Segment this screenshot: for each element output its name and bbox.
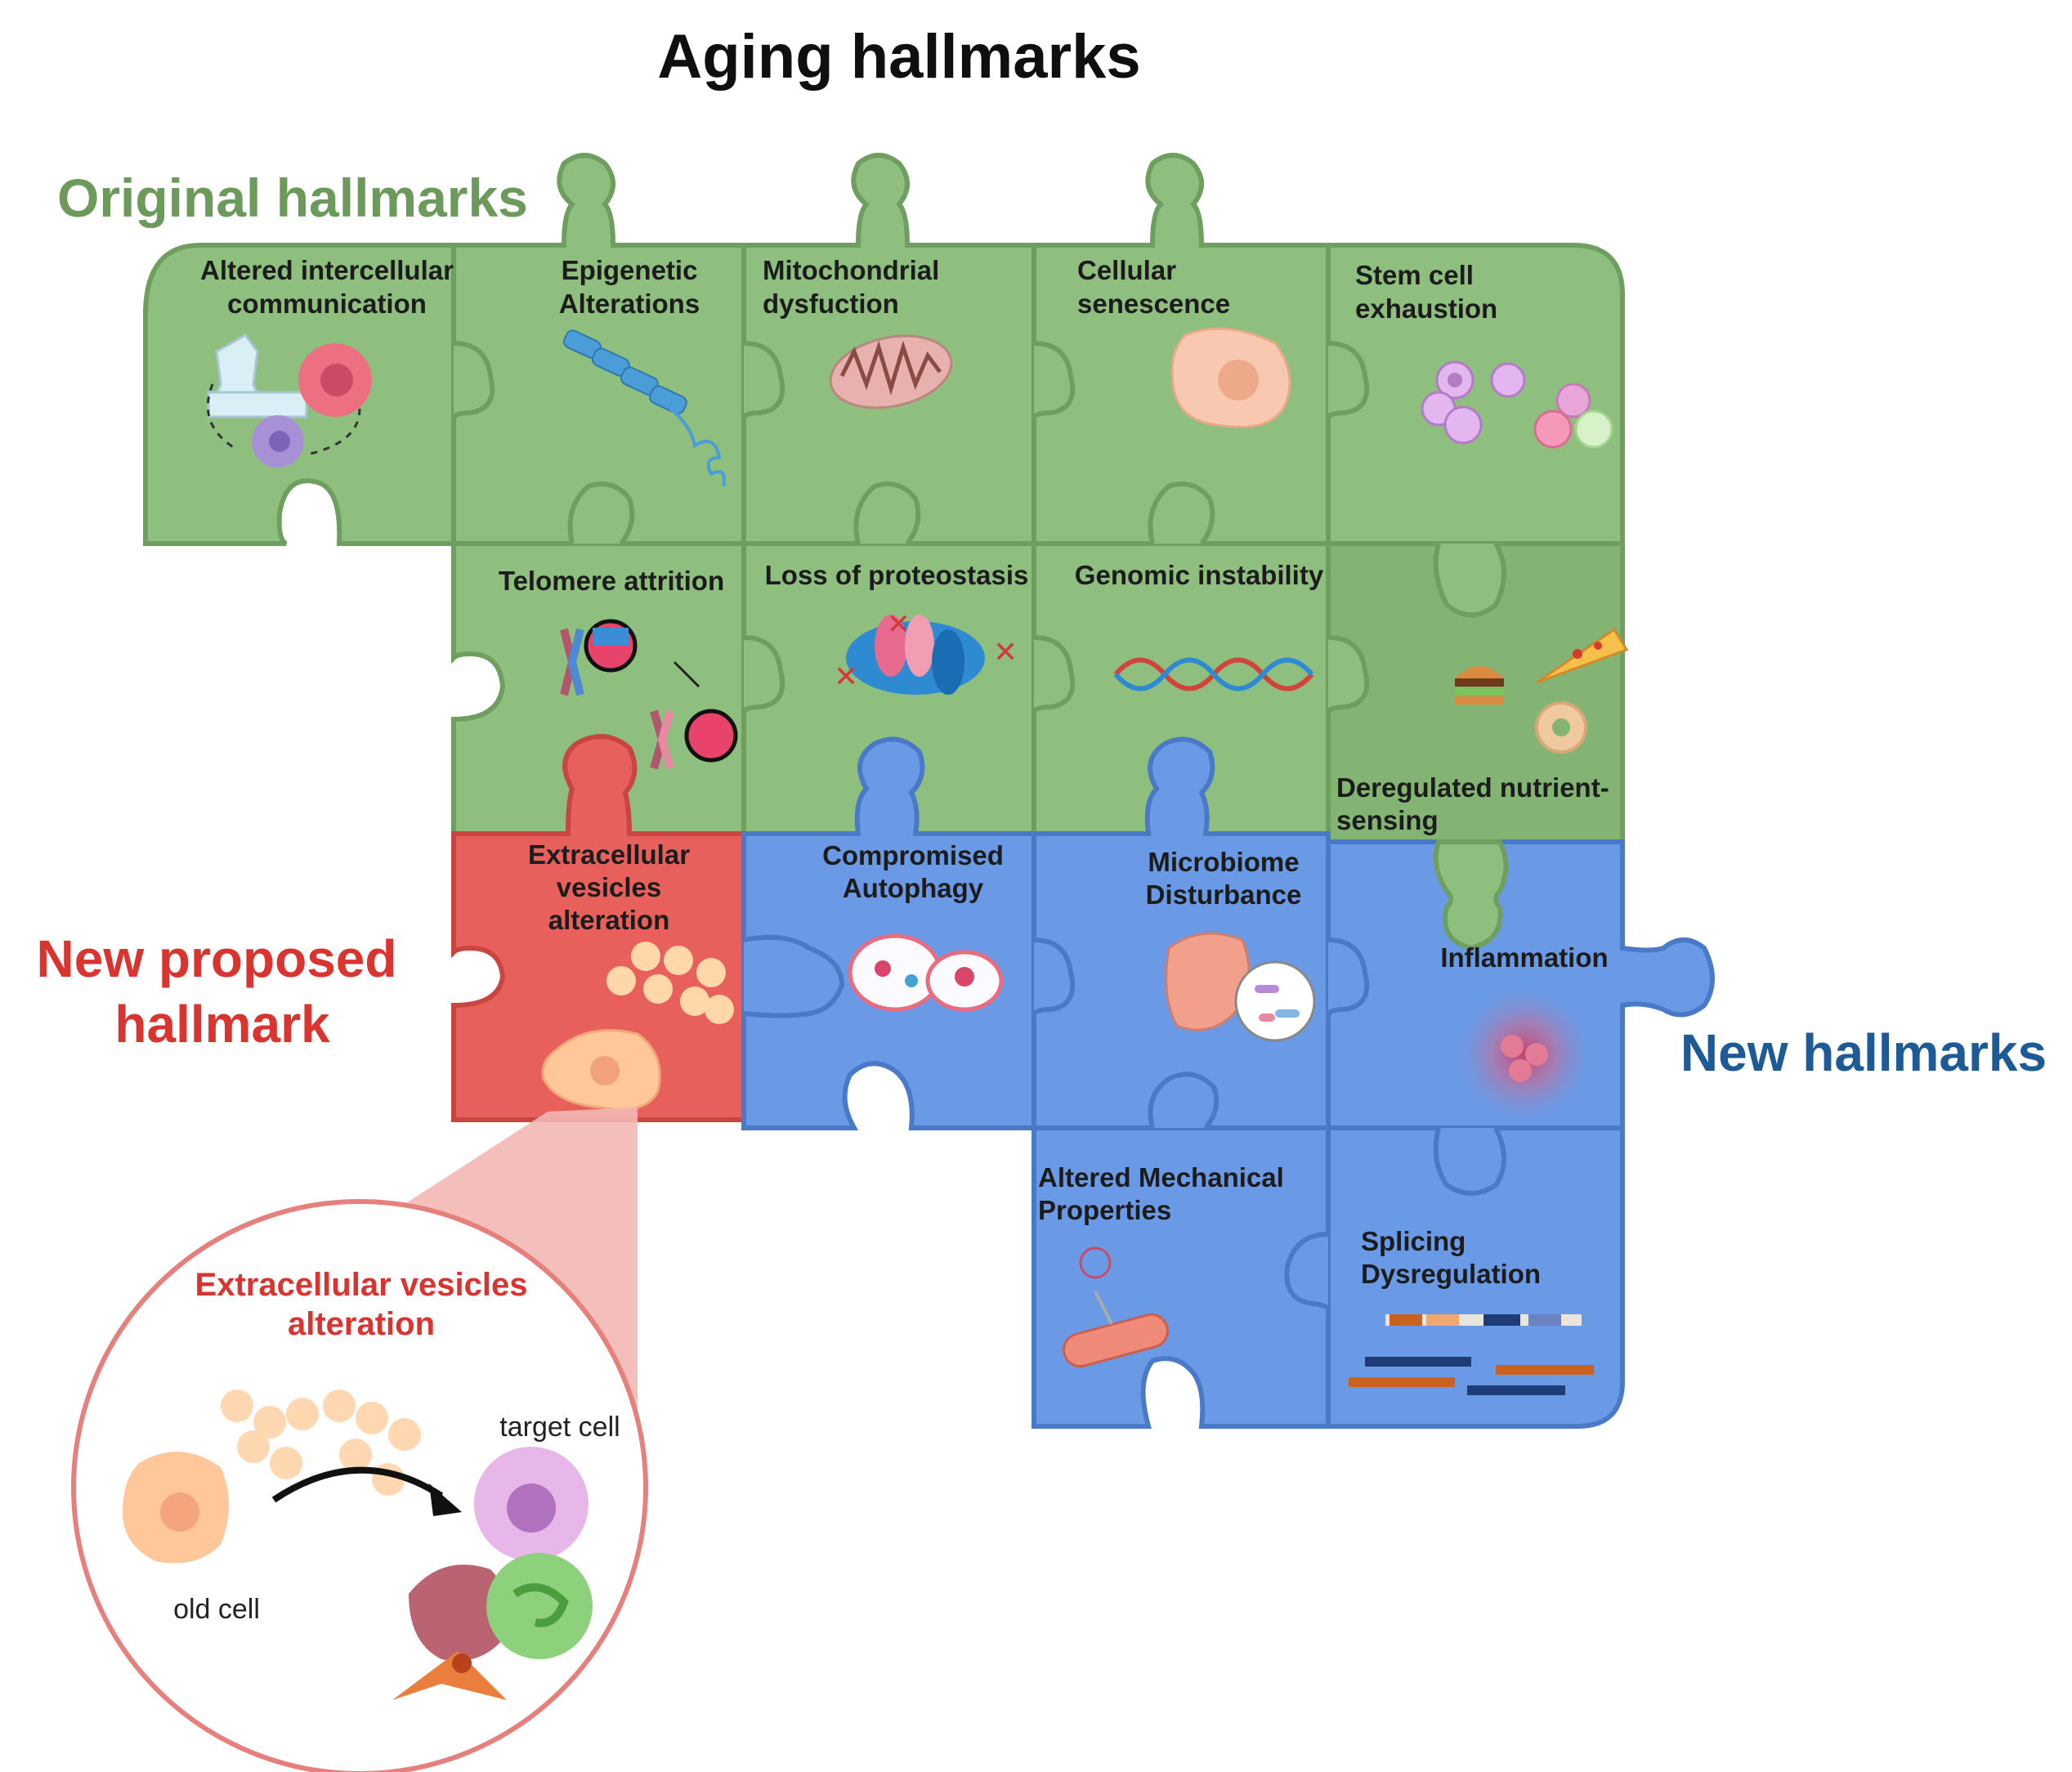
splicing-illustration: [1349, 1314, 1594, 1395]
puzzle-piece-stem-cell: [1326, 243, 1625, 546]
food-illustration: [1455, 627, 1629, 754]
green-tab-into-inflammation: [1433, 839, 1509, 951]
piece-labels: Altered intercellular communication Epig…: [200, 255, 1609, 1289]
label-mechanical-2: Properties: [1038, 1195, 1171, 1225]
label-stem-cell-1: Stem cell: [1355, 260, 1474, 290]
gut-bacteria-illustration: [1165, 932, 1316, 1042]
synapse-cells-illustration: [206, 333, 372, 468]
label-altered-intercellular-2: communication: [227, 289, 427, 319]
label-mitochondrial-1: Mitochondrial: [763, 255, 939, 285]
new-proposed-hallmark-label-line2: hallmark: [114, 995, 330, 1054]
label-autophagy-2: Autophagy: [843, 873, 984, 903]
inset-target-cells: [392, 1447, 593, 1700]
main-title: Aging hallmarks: [657, 22, 1140, 92]
mitochondrion-illustration: [829, 334, 953, 409]
label-extracellular-1: Extracellular: [528, 839, 690, 870]
vesicles-cell-illustration: [541, 942, 734, 1111]
dna-helix-illustration: [563, 329, 726, 487]
label-senescence-1: Cellular: [1077, 255, 1176, 285]
label-microbiome-1: Microbiome: [1148, 847, 1299, 877]
autophagosome-illustration: [848, 933, 1004, 1012]
inset-old-cell: [123, 1452, 229, 1564]
label-autophagy-1: Compromised: [822, 840, 1004, 870]
label-nutrient-1: Deregulated nutrient-: [1336, 772, 1609, 803]
arrow-head-icon: [429, 1483, 462, 1516]
new-hallmarks-label: New hallmarks: [1680, 1023, 2047, 1082]
label-inflammation: Inflammation: [1440, 942, 1608, 973]
senescent-cell-illustration: [1170, 327, 1291, 428]
label-proteostasis: Loss of proteostasis: [765, 560, 1029, 590]
stem-cells-illustration: [1421, 360, 1613, 449]
label-epigenetic-1: Epigenetic: [562, 255, 698, 285]
label-altered-intercellular-1: Altered intercellular: [200, 255, 454, 285]
protein-aggregate-illustration: ✕ ✕ ✕: [834, 609, 1018, 695]
inset-vesicles: [221, 1389, 421, 1496]
x-mark-icon: ✕: [887, 609, 911, 640]
puzzle-piece-splicing: [1326, 1125, 1625, 1429]
label-stem-cell-2: exhaustion: [1355, 293, 1497, 324]
label-extracellular-2: vesicles: [557, 872, 661, 902]
inflammation-illustration: [1451, 981, 1598, 1128]
label-mitochondrial-2: dysfuction: [763, 289, 899, 319]
puzzle-piece-extracellular: [451, 734, 746, 1122]
label-senescence-2: senescence: [1077, 289, 1230, 319]
label-epigenetic-2: Alterations: [559, 289, 700, 319]
original-hallmarks-label: Original hallmarks: [57, 168, 528, 228]
muscle-fiber-illustration: [1063, 1246, 1169, 1368]
blue-tab-bumps: [743, 934, 1506, 1310]
label-telomere: Telomere attrition: [499, 566, 724, 596]
target-cell-caption: target cell: [499, 1412, 620, 1443]
x-mark-icon: ✕: [834, 660, 858, 693]
label-extracellular-3: alteration: [548, 905, 670, 935]
green-tab-bumps: [451, 341, 1506, 714]
label-splicing-2: Dysregulation: [1361, 1259, 1541, 1289]
label-splicing-1: Splicing: [1361, 1226, 1466, 1256]
x-mark-icon: ✕: [993, 635, 1018, 669]
label-nutrient-2: sensing: [1336, 805, 1439, 835]
dna-strand-illustration: [1113, 657, 1314, 691]
puzzle-piece-autophagy: [741, 736, 1036, 1130]
transfer-arrow: [271, 1466, 444, 1503]
label-mechanical-1: Altered Mechanical: [1038, 1162, 1284, 1193]
inset-title-2: alteration: [288, 1306, 435, 1342]
old-cell-caption: old cell: [173, 1594, 260, 1625]
telomere-illustration: [560, 619, 738, 770]
label-microbiome-2: Disturbance: [1146, 879, 1302, 910]
label-genomic: Genomic instability: [1075, 560, 1324, 590]
new-proposed-hallmark-label-line1: New proposed: [37, 929, 397, 988]
inset-title-1: Extracellular vesicles: [195, 1267, 528, 1303]
